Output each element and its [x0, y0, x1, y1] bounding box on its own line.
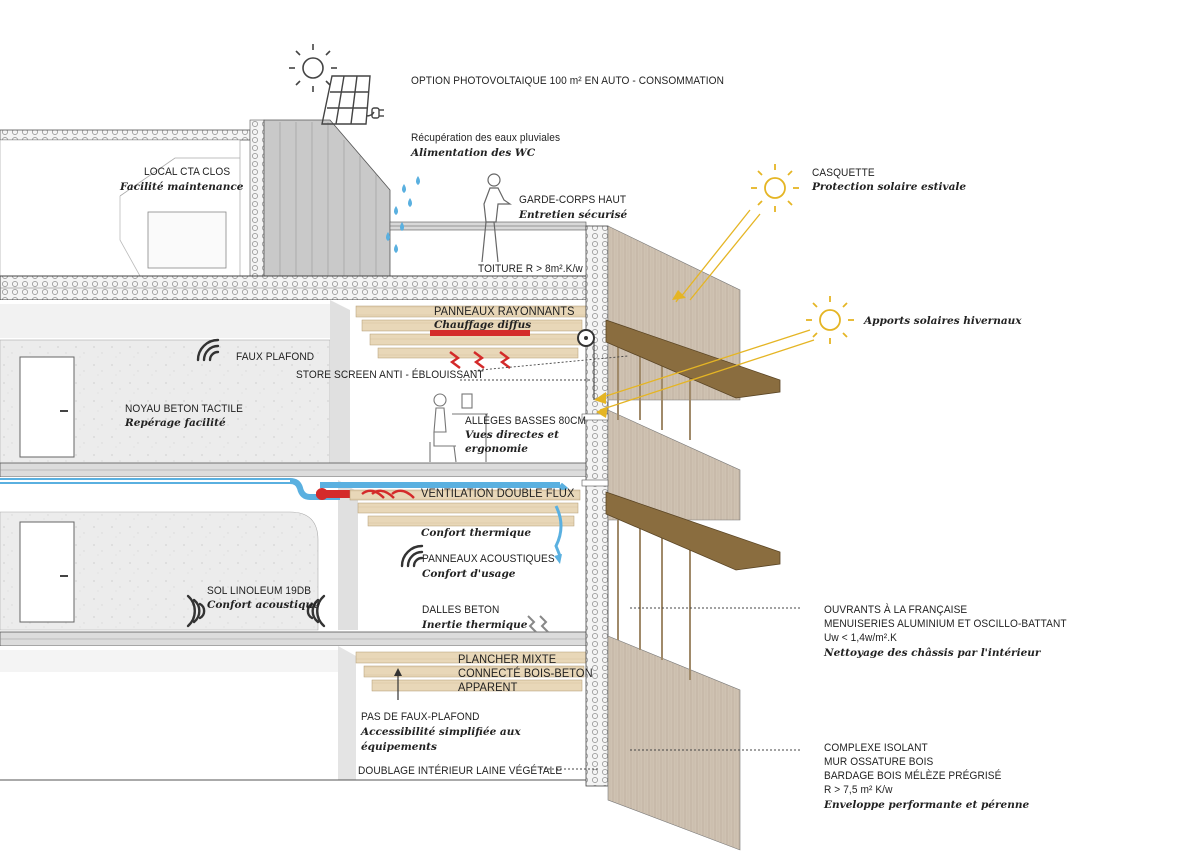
- label-ventilation: VENTILATION DOUBLE FLUX: [421, 486, 575, 500]
- sub-garde-corps: Entretien sécurisé: [519, 209, 628, 221]
- plug-icon: [365, 107, 384, 119]
- label-dalles-beton: DALLES BETON: [422, 604, 500, 616]
- leader-lines: [469, 355, 800, 770]
- label-uw: Uw < 1,4w/m².K: [824, 632, 897, 644]
- timber-floor-beams: [355, 651, 587, 692]
- label-menuiseries: MENUISERIES ALUMINIUM ET OSCILLO-BATTANT: [824, 618, 1067, 630]
- door-icon: [19, 356, 75, 458]
- roof-level: [0, 119, 601, 301]
- sub-panneaux-rayonnants: Chauffage diffus: [434, 319, 532, 331]
- sub-alleges-1: Vues directes et: [465, 429, 559, 441]
- label-store-screen: STORE SCREEN ANTI - ÉBLOUISSANT: [296, 369, 484, 381]
- label-noyau-beton: NOYAU BETON TACTILE: [125, 403, 243, 415]
- label-panneaux-rayonnants: PANNEAUX RAYONNANTS: [434, 304, 575, 318]
- sub-noyau-beton: Repérage facilité: [125, 417, 226, 429]
- facade: [577, 225, 781, 851]
- sub-apports-solaires: Apports solaires hivernaux: [864, 315, 1022, 327]
- sub-enveloppe: Enveloppe performante et pérenne: [824, 799, 1030, 811]
- cta-enclosure: [263, 119, 391, 279]
- sub-dalles-beton: Inertie thermique: [422, 619, 528, 631]
- radiant-panel: [430, 330, 530, 336]
- sub-local-cta: Facilité maintenance: [120, 181, 244, 193]
- sound-waves-icon: [306, 594, 326, 628]
- label-local-cta: LOCAL CTA CLOS: [144, 166, 231, 178]
- label-doublage: DOUBLAGE INTÉRIEUR LAINE VÉGÉTALE: [358, 765, 563, 777]
- heat-arrows-icon: [361, 351, 511, 499]
- label-sol-linoleum: SOL LINOLEUM 19DB: [207, 585, 312, 597]
- sun-icon: [751, 164, 799, 212]
- label-eaux-pluviales: Récupération des eaux pluviales: [411, 132, 561, 144]
- sub-ventilation: Confort thermique: [421, 527, 532, 539]
- label-plancher-mixte: PLANCHER MIXTE: [458, 652, 557, 666]
- label-mur-ossature: MUR OSSATURE BOIS: [824, 756, 934, 768]
- sub-accessibilite-2: équipements: [361, 741, 437, 753]
- label-alleges: ALLÈGES BASSES 80CM: [465, 415, 586, 427]
- door-icon: [19, 521, 75, 623]
- label-complexe-isolant: COMPLEXE ISOLANT: [824, 742, 928, 754]
- sub-casquette: Protection solaire estivale: [812, 181, 967, 193]
- acoustic-beams: [349, 489, 581, 527]
- label-panneaux-acoustiques: PANNEAUX ACOUSTIQUES: [422, 553, 555, 565]
- sound-waves-icon: [400, 544, 424, 568]
- sun-icon: [806, 296, 854, 344]
- sun-icon: [289, 44, 337, 92]
- person-icon: [481, 173, 512, 263]
- label-casquette: CASQUETTE: [812, 167, 875, 179]
- rain-drops-icon: [386, 176, 420, 253]
- sun-shade-upper: [605, 319, 781, 399]
- label-photovoltaique: OPTION PHOTOVOLTAIQUE 100 m² EN AUTO - C…: [411, 75, 725, 87]
- ground-level: [0, 646, 600, 781]
- sub-panneaux-acoustiques: Confort d'usage: [422, 568, 516, 580]
- label-toiture: TOITURE R > 8m².K/w: [478, 263, 583, 275]
- cta-unit: [147, 211, 227, 269]
- label-ouvrants: OUVRANTS À LA FRANÇAISE: [824, 604, 968, 616]
- person-at-desk-icon: [429, 393, 488, 463]
- label-garde-corps: GARDE-CORPS HAUT: [519, 194, 627, 206]
- sub-accessibilite-1: Accessibilité simplifiée aux: [361, 726, 521, 738]
- sub-nettoyage: Nettoyage des châssis par l'intérieur: [824, 647, 1041, 659]
- level-1: [0, 477, 601, 647]
- label-faux-plafond: FAUX PLAFOND: [236, 351, 315, 363]
- level-2: [0, 300, 601, 478]
- sub-sol-linoleum: Confort acoustique: [207, 599, 320, 611]
- heat-arrows-icon: [527, 615, 549, 633]
- sun-rays: [599, 209, 815, 411]
- sound-waves-icon: [196, 338, 220, 362]
- label-bardage: BARDAGE BOIS MÉLÈZE PRÉGRISÉ: [824, 770, 1002, 782]
- sun-shade-lower: [605, 491, 781, 571]
- sub-eaux-pluviales: Alimentation des WC: [411, 147, 536, 159]
- label-connecte: CONNECTÉ BOIS-BETON: [458, 666, 593, 680]
- sound-waves-icon: [186, 594, 206, 628]
- solar-panel-icon: [321, 75, 371, 125]
- sub-alleges-2: ergonomie: [465, 443, 528, 455]
- label-apparent: APPARENT: [458, 680, 518, 694]
- ventilation-duct: [0, 478, 568, 500]
- label-pas-faux-plafond: PAS DE FAUX-PLAFOND: [361, 711, 480, 723]
- label-r-value: R > 7,5 m² K/w: [824, 784, 893, 796]
